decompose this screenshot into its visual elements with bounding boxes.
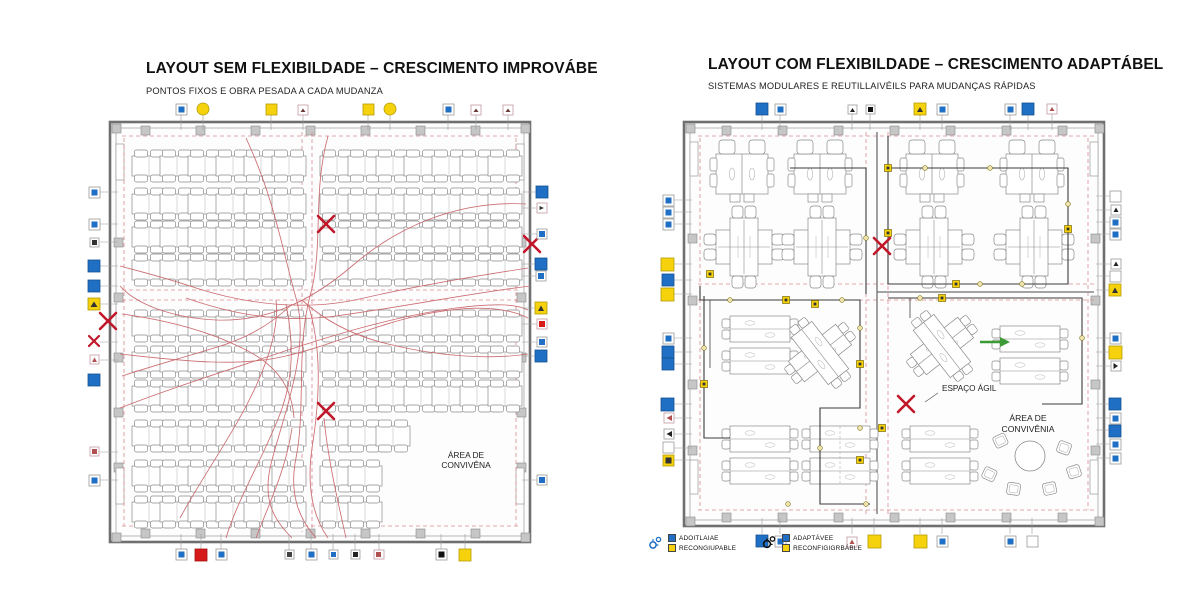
legend-label: ADOITLAIAE [679,534,719,542]
panel-inflexible-layout: LAYOUT SEM FLEXIBILDADE – CRESCIMENTO IM… [87,60,598,562]
agile-space-callout: ESPAÇO ÁGIL [924,383,997,403]
left-zone-label-line1: ÁREA DE [448,450,485,460]
legend-item: ADOITLAIAE [668,534,736,542]
legend-swatch-yellow [668,544,676,552]
legend-item: RECONGIUPABLE [668,544,736,552]
legend-swatch-yellow [782,544,791,552]
right-panel-title: LAYOUT COM FLEXIBILDADE – CRESCIMENTO AD… [708,56,1164,73]
marker-glyphs [660,102,1123,549]
growth-arrow-icon [980,337,1010,347]
rigid-conduit-routing [119,135,531,539]
legend-item: RECONFIGIGRBÁBLE [782,544,862,552]
legend-item: ADAPTÁVEE [782,534,862,542]
lounge-cluster [980,432,1083,497]
legend-swatch-blue [668,534,676,542]
right-zone-label-line2: CONVIVÊNIA [1001,424,1054,434]
legend-group-1: ADOITLAIAE RECONGIUPABLE [648,534,736,552]
left-annotation-markers [87,102,549,562]
left-panel-subtitle: PONTOS FIXOS E OBRA PESADA A CADA MUDANZ… [146,86,383,96]
panel-flexible-layout: LAYOUT COM FLEXIBILDADE – CRESCIMENTO AD… [600,0,1200,600]
conflict-marks [872,236,916,414]
gear-node-icon [762,536,776,549]
left-panel-title: LAYOUT SEM FLEXIBILDADE – CRESCIMENTO IM… [146,60,598,77]
gear-node-icon [649,536,662,549]
right-floor-plan: ESPAÇO ÁGIL ÁREA DE CONVIVÊNIA [682,120,1106,528]
legend-label: ADAPTÁVEE [793,534,834,542]
left-zone-label-line2: CONVIVÊNA [441,460,491,470]
quadrant-partitions [876,132,1094,514]
left-floor-plan: ÁREA DE CONVIVÊNA [98,120,542,544]
right-panel-legend: ADOITLAIAE RECONGIUPABLE [648,534,862,552]
legend-swatch-blue [782,534,791,542]
legend-label: RECONGIUPABLE [679,544,737,552]
right-panel-subtitle: SISTEMAS MODULARES E REUTILLAIVÉILS PARA… [708,81,1036,91]
legend-group-2: ADAPTÁVEE RECONFIGIGRBÁBLE [762,534,862,552]
marker-glyphs [87,102,549,562]
legend-label: RECONFIGIGRBÁBLE [793,544,863,552]
right-annotation-markers [660,102,1123,549]
right-zone-label-line1: ÁREA DE [1009,413,1047,423]
agile-space-label: ESPAÇO ÁGIL [942,383,997,393]
